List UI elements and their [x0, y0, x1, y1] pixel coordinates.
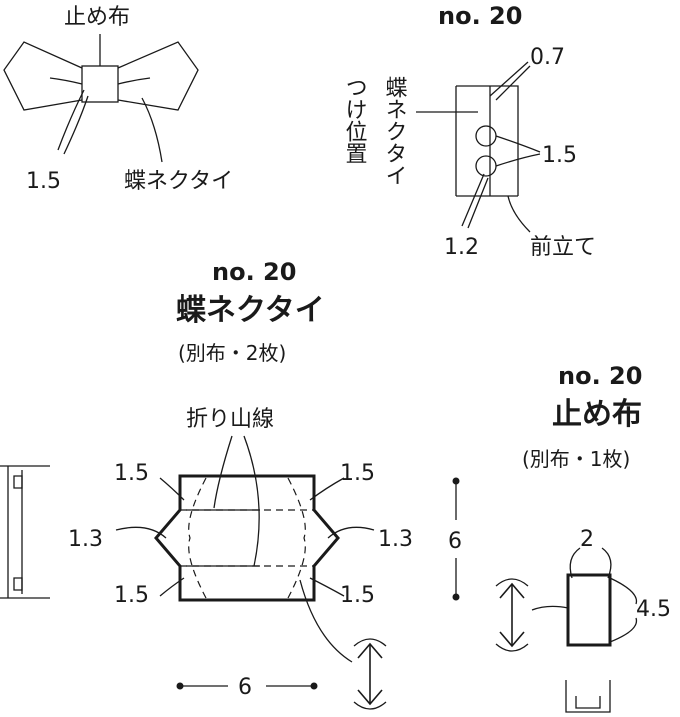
- height-dimension: [452, 477, 460, 601]
- bowtie-cut-outline: [154, 474, 340, 602]
- leader-fold-b: [243, 435, 260, 567]
- subtitle-band: (別布・1枚): [522, 447, 630, 471]
- leader-15-tr: [309, 477, 345, 501]
- seam-left: [188, 477, 207, 599]
- leader-width: [299, 579, 353, 663]
- measure-seam-bottom-left: 1.5: [114, 583, 149, 608]
- leader-band-45-b: [609, 617, 638, 643]
- bowtie-pattern-shape: [115, 435, 375, 663]
- subtitle-bowtie: (別布・2枚): [178, 341, 286, 365]
- placket-drawing: [416, 61, 541, 233]
- title-bowtie: 蝶ネクタイ: [176, 293, 325, 328]
- grain-bracket-bottom: [353, 701, 387, 710]
- leader-07-b: [495, 65, 531, 101]
- measure-width: 6: [238, 675, 252, 700]
- button-top: [475, 125, 497, 147]
- measure-height: 6: [448, 529, 462, 554]
- band-grain-bracket-bottom: [495, 643, 529, 652]
- leader-13-l: [115, 526, 167, 539]
- measure-1-2: 1.2: [444, 235, 479, 260]
- width-dimension: [176, 682, 318, 690]
- measure-side-left: 1.3: [68, 527, 103, 552]
- leader-bowtie: [141, 97, 163, 163]
- measure-band-width: 2: [580, 527, 594, 552]
- leader-12-a: [461, 173, 485, 227]
- grain-arrow-band: [495, 578, 529, 652]
- leader-15-b: [495, 153, 541, 167]
- measure-0-7: 0.7: [530, 45, 565, 70]
- band-grain-head-bottom: [499, 631, 525, 648]
- leader-15-a: [495, 135, 541, 153]
- leader-placket: [507, 195, 531, 233]
- label-position-line1: 蝶ネクタイ: [382, 76, 408, 186]
- leader-band-45-a: [609, 577, 638, 605]
- grain-head-bottom: [357, 689, 383, 706]
- edge-left-fold-top: [13, 475, 23, 489]
- leader-fold-a: [213, 435, 233, 509]
- leader-band-2-left: [569, 547, 581, 579]
- label-placket: 前立て: [530, 235, 596, 260]
- bowtie-wrinkle-left: [49, 77, 83, 85]
- leader-seam-a: [57, 89, 85, 151]
- leader-12-b: [467, 177, 489, 229]
- leader-07-a: [489, 61, 529, 97]
- label-tomenuno: 止め布: [64, 5, 130, 30]
- measure-side-right: 1.3: [378, 527, 413, 552]
- band-grain-head-top: [499, 582, 525, 599]
- label-seam-allowance: 1.5: [26, 169, 61, 194]
- edge-left-outline: [0, 465, 50, 599]
- title-no-20-band: no. 20: [558, 362, 642, 390]
- band-folded-outline: [565, 680, 611, 713]
- band-pattern-shape: [531, 547, 638, 647]
- leader-15-tl: [159, 477, 185, 501]
- finished-bowtie: [3, 34, 199, 163]
- band-grain-bracket-top: [495, 578, 529, 587]
- bowtie-left-wing: [3, 41, 83, 111]
- measure-seam-bottom-right: 1.5: [340, 583, 375, 608]
- leader-band-grain: [531, 605, 569, 611]
- label-position-line2: つけ位置: [342, 76, 368, 164]
- band-rectangle: [566, 573, 612, 647]
- leader-seam-b: [63, 95, 89, 155]
- band-folded-inner: [575, 696, 601, 709]
- measure-1-5: 1.5: [542, 143, 577, 168]
- label-fold-line: 折り山線: [186, 407, 274, 432]
- button-bottom: [475, 155, 497, 177]
- title-band: 止め布: [552, 397, 642, 432]
- title-no-20-top: no. 20: [438, 2, 522, 30]
- leader-15-br: [309, 577, 345, 597]
- seam-right: [287, 477, 306, 599]
- pattern-edge-left: [0, 465, 50, 599]
- title-no-20-bowtie: no. 20: [212, 258, 296, 286]
- bowtie-wrinkle-right: [117, 77, 151, 85]
- measure-band-height: 4.5: [636, 597, 671, 622]
- measure-seam-top-left: 1.5: [114, 461, 149, 486]
- bowtie-right-wing: [117, 41, 199, 111]
- band-folded-edge: [565, 680, 611, 713]
- leader-band-2-right: [601, 547, 612, 579]
- leader-13-r: [327, 526, 375, 539]
- grain-head-top: [357, 642, 383, 659]
- grain-bracket-top: [353, 638, 387, 647]
- edge-left-fold-bottom: [13, 577, 23, 591]
- grain-arrow-bowtie: [353, 638, 387, 710]
- leader-15-bl: [159, 577, 185, 597]
- label-bowtie: 蝶ネクタイ: [124, 169, 233, 194]
- measure-seam-top-right: 1.5: [340, 461, 375, 486]
